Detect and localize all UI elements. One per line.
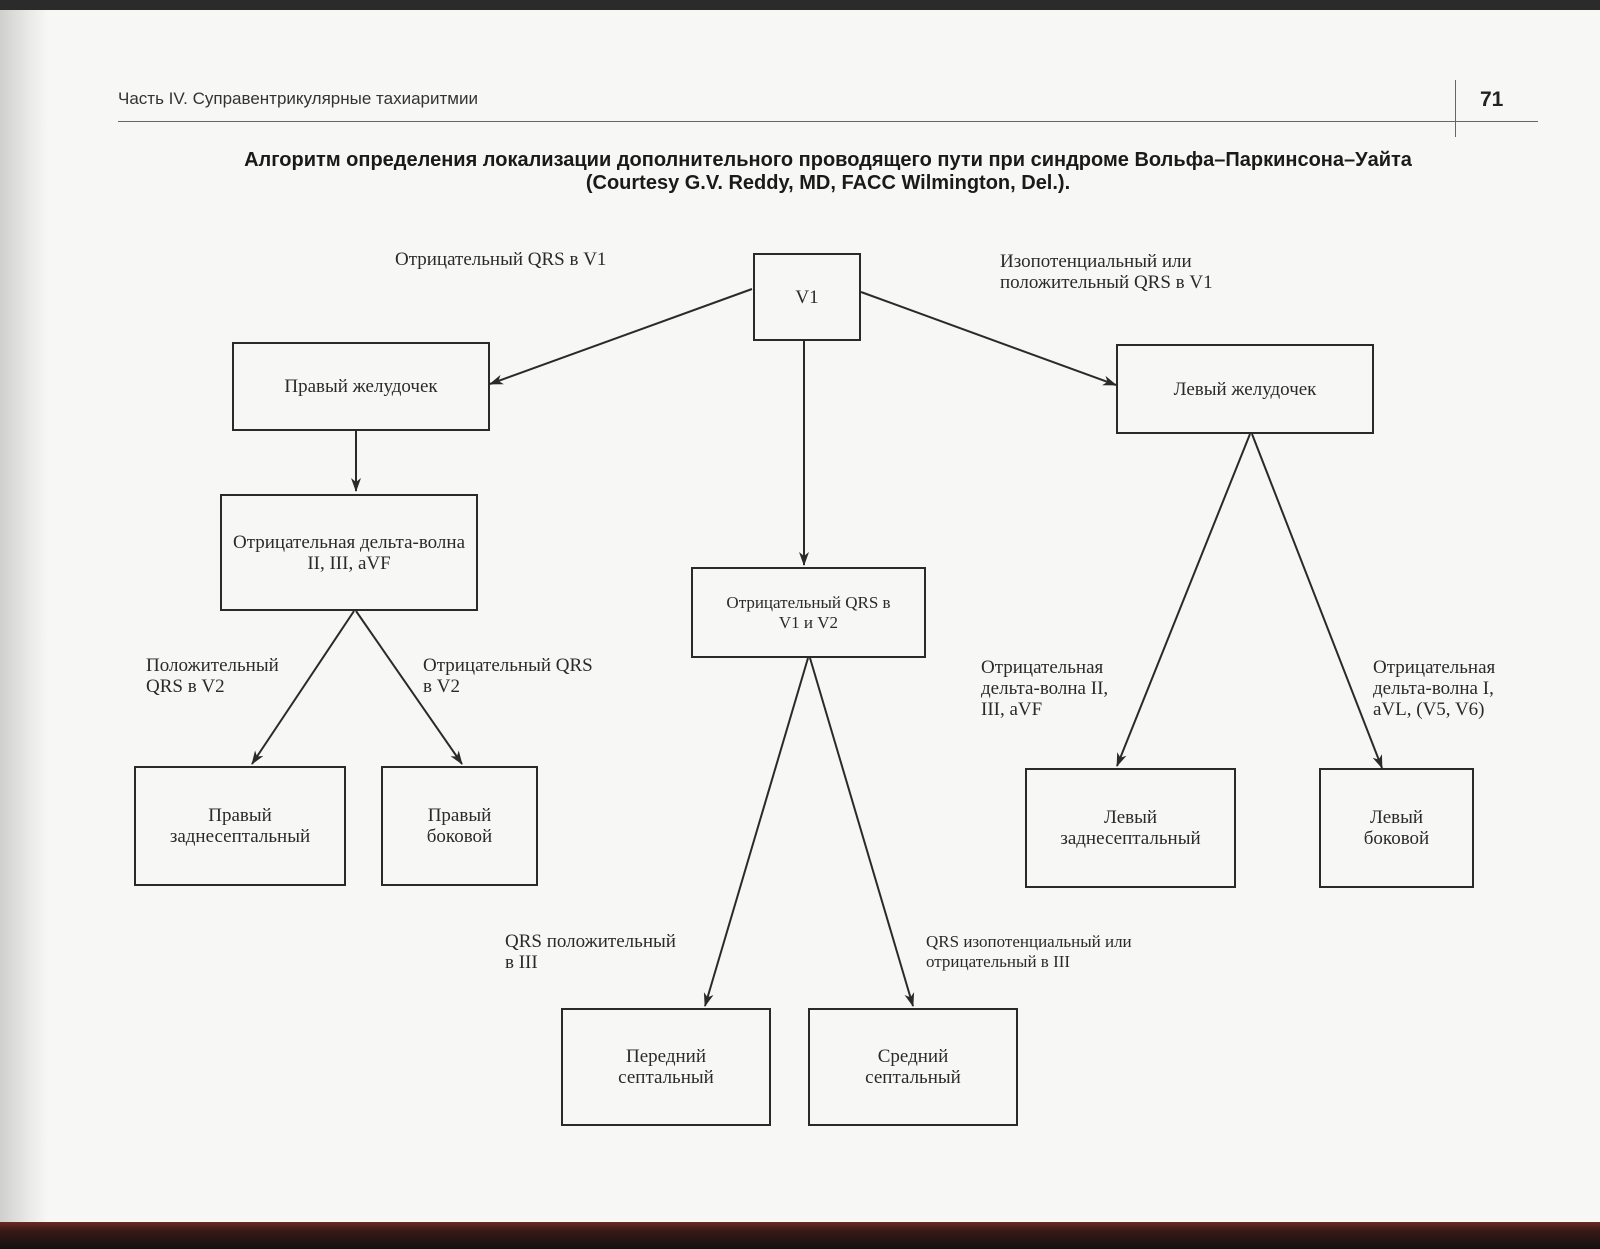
node-neg-delta-ii-iii-avf-label: Отрицательная дельта-волна II, III, aVF [233, 531, 465, 574]
node-v1: V1 [753, 253, 861, 341]
label-pos-qrs-v2: Положительный QRS в V2 [146, 655, 279, 697]
edge-v1-left-ventricle [860, 291, 1117, 386]
node-right-ventricle: Правый желудочек [232, 342, 490, 431]
label-qrs-iso-neg-iii: QRS изопотенциальный или отрицательный в… [926, 932, 1132, 971]
header-vertical-rule [1455, 80, 1456, 137]
node-right-lateral: Правый боковой [381, 766, 538, 886]
label-left-neg-delta-ii: Отрицательная дельта-волна II, III, aVF [981, 657, 1109, 720]
node-left-lateral-label: Левый боковой [1363, 807, 1430, 849]
node-left-posteroseptal: Левый заднесептальный [1025, 768, 1236, 888]
figure-title-line-1: Алгоритм определения локализации дополни… [244, 149, 1412, 171]
node-neg-qrs-v1-v2-label: Отрицательный QRS в V1 и V2 [726, 592, 891, 632]
figure-title: Алгоритм определения локализации дополни… [118, 149, 1538, 195]
node-anterior-septal: Передний септальный [561, 1008, 771, 1126]
label-iso-pos-qrs-v1: Изопотенциальный или положительный QRS в… [1000, 251, 1213, 293]
edge-neg-delta-right-lateral [355, 610, 463, 765]
node-neg-delta-ii-iii-avf: Отрицательная дельта-волна II, III, aVF [220, 494, 478, 611]
edge-v1-right-ventricle [489, 288, 753, 385]
header-rule [118, 121, 1538, 122]
label-neg-qrs-v2: Отрицательный QRS в V2 [423, 655, 593, 697]
book-cover-edge [0, 1222, 1600, 1249]
label-neg-qrs-v1: Отрицательный QRS в V1 [395, 249, 607, 270]
edge-left-ventricle-left-posteroseptal [1116, 433, 1251, 767]
edge-neg-qrs-anterior-septal [703, 657, 809, 1007]
running-head: Часть IV. Суправентрикулярные тахиаритми… [118, 89, 478, 108]
node-left-lateral: Левый боковой [1319, 768, 1474, 888]
node-right-posteroseptal-label: Правый заднесептальный [169, 805, 311, 847]
node-right-posteroseptal: Правый заднесептальный [134, 766, 346, 886]
figure-title-line-2: (Courtesy G.V. Reddy, MD, FACC Wilmingto… [585, 172, 1071, 194]
node-left-posteroseptal-label: Левый заднесептальный [1060, 807, 1201, 849]
node-anterior-septal-label: Передний септальный [618, 1046, 714, 1088]
edge-neg-qrs-mid-septal [809, 657, 915, 1007]
page-gutter-shadow [0, 10, 48, 1222]
label-left-neg-delta-i: Отрицательная дельта-волна I, aVL, (V5, … [1373, 657, 1496, 720]
node-mid-septal-label: Средний септальный [865, 1046, 961, 1088]
edge-left-ventricle-left-lateral [1251, 433, 1383, 769]
page-number: 71 [1480, 88, 1504, 111]
label-qrs-pos-iii: QRS положительный в III [505, 931, 676, 973]
node-neg-qrs-v1-v2: Отрицательный QRS в V1 и V2 [691, 567, 926, 658]
node-left-ventricle: Левый желудочек [1116, 344, 1374, 434]
page-top-edge [0, 0, 1600, 10]
node-mid-septal: Средний септальный [808, 1008, 1018, 1126]
node-right-lateral-label: Правый боковой [426, 805, 493, 847]
edge-neg-delta-right-posteroseptal [251, 610, 355, 765]
